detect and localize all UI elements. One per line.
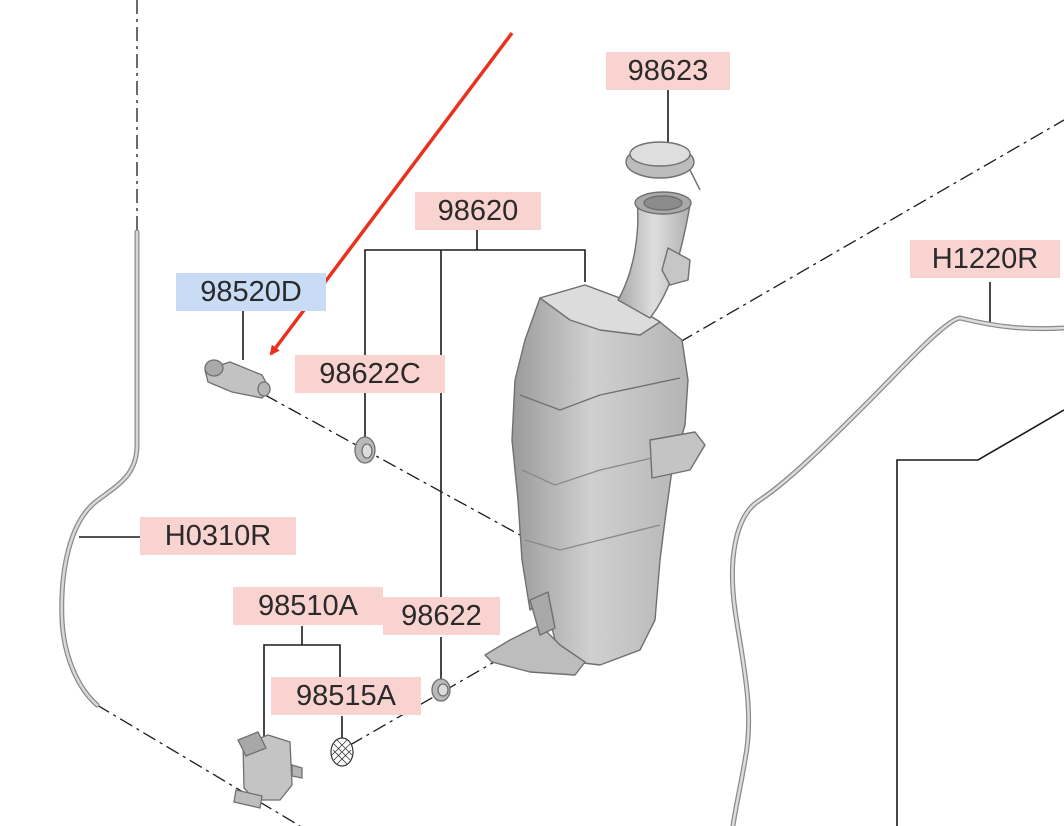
tank-pump-pocket: [529, 591, 556, 636]
sensor-connector: [204, 359, 224, 377]
grommet-98622-part: [431, 678, 451, 702]
grommet-inner: [437, 683, 449, 697]
callout-98620[interactable]: 98620: [415, 192, 541, 230]
tank-bottom-mount: [484, 624, 586, 676]
tank-side-bracket: [649, 431, 706, 479]
callout-98520D[interactable]: 98520D: [176, 273, 326, 311]
callout-H0310R[interactable]: H0310R: [140, 517, 296, 555]
tank-top-face: [539, 284, 661, 336]
cap-tether: [689, 169, 701, 191]
leader-lines: [79, 90, 1064, 826]
level-sensor-part: [204, 359, 271, 399]
tank-rib-2: [524, 524, 661, 551]
hoses: [59, 229, 1064, 826]
dash-line-tank-to-right: [679, 119, 1064, 343]
hose-H1220R-inner: [731, 316, 1064, 826]
callout-98510A[interactable]: 98510A: [233, 587, 383, 625]
tank-body: [511, 284, 689, 666]
pump-outlet: [291, 764, 303, 779]
tank-filler-mouth-inner: [643, 195, 683, 211]
callout-98515A[interactable]: 98515A: [271, 677, 421, 715]
hose-H0310R-inner: [60, 230, 139, 707]
grommet-inner: [361, 443, 373, 459]
callout-98622C[interactable]: 98622C: [295, 355, 445, 393]
pump-connector: [237, 731, 267, 757]
washer-pump-part: [233, 731, 303, 809]
tank-rib-1: [521, 454, 666, 486]
filler-cap-part: [625, 141, 701, 191]
dash-line-sensor-axis: [264, 394, 521, 536]
grommet-98622C-part: [354, 436, 376, 464]
callout-98622[interactable]: 98622: [383, 597, 500, 635]
callout-98623[interactable]: 98623: [606, 52, 730, 90]
cap-top: [629, 141, 691, 167]
washer-reservoir-tank: [484, 191, 706, 676]
strainer-part: [330, 737, 354, 767]
tank-neck-clip: [661, 247, 691, 286]
callout-H1220R[interactable]: H1220R: [910, 240, 1060, 278]
pump-nozzle: [233, 789, 263, 809]
leader-98620-bracket: [364, 249, 586, 330]
sensor-tip: [257, 381, 271, 397]
outline-right-box: [896, 409, 1064, 826]
tank-filler-neck: [617, 199, 691, 319]
hose-H1220R: [729, 315, 1064, 826]
strainer-mesh: [331, 739, 353, 765]
dash-line-hose-to-pump: [96, 704, 301, 826]
hose-H0310R: [59, 229, 140, 708]
tank-upper-shoulder: [519, 377, 681, 411]
